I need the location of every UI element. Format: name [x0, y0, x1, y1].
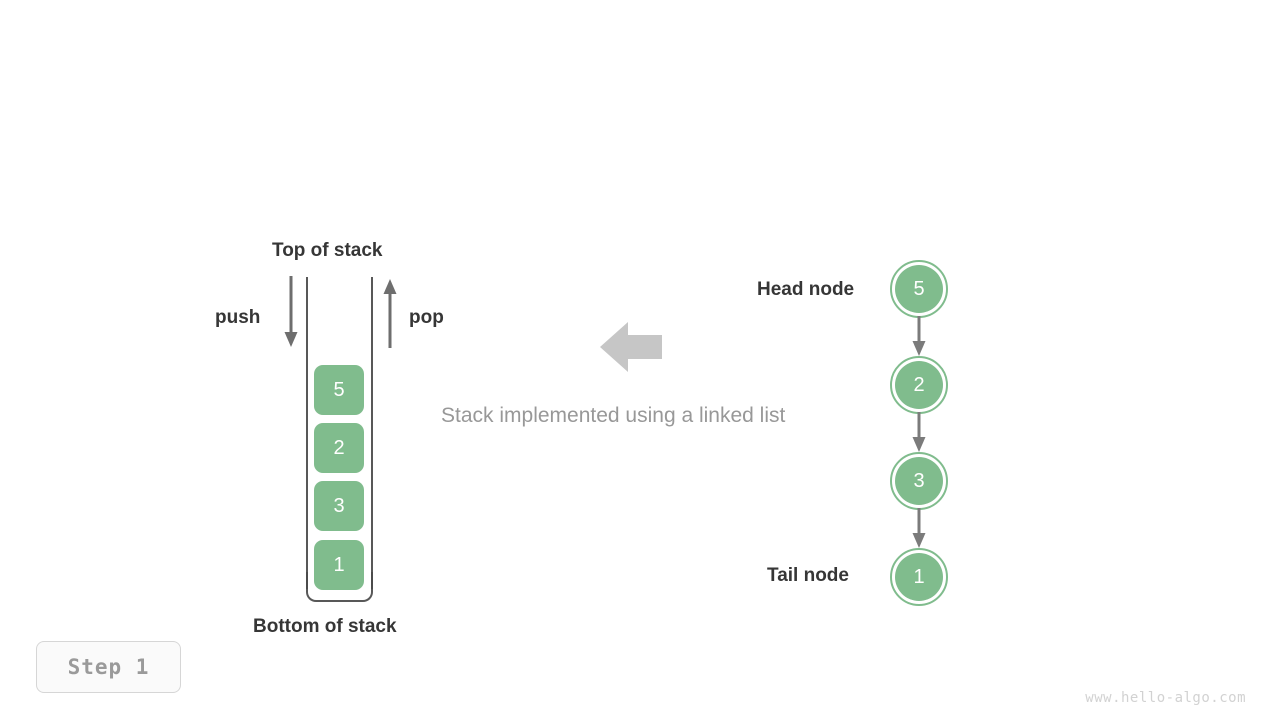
linked-list-connector-arrow-icon: [912, 316, 926, 356]
step-badge: Step 1: [36, 641, 181, 693]
linked-list-node-value: 2: [895, 361, 943, 409]
linked-list-node: 5: [890, 260, 948, 318]
stack-top-label: Top of stack: [272, 240, 383, 261]
push-arrow-icon: [284, 276, 298, 347]
linked-list-connector-arrow-icon: [912, 508, 926, 548]
linked-list-connector-arrow-icon: [912, 412, 926, 452]
stack-cell: 5: [314, 365, 364, 415]
linked-list-node-value: 5: [895, 265, 943, 313]
stack-cell: 1: [314, 540, 364, 590]
linked-list-node-value: 3: [895, 457, 943, 505]
stack-container-outline: [306, 277, 373, 602]
stack-wall-left: [306, 277, 308, 589]
linked-list-node-value: 1: [895, 553, 943, 601]
linked-list-node: 3: [890, 452, 948, 510]
head-node-label: Head node: [757, 279, 855, 300]
stack-bottom-label: Bottom of stack: [253, 616, 397, 637]
stack-wall-right: [371, 277, 373, 589]
diagram-caption: Stack implemented using a linked list: [441, 404, 786, 427]
stack-cell: 3: [314, 481, 364, 531]
tail-node-label: Tail node: [767, 565, 849, 586]
stack-floor: [306, 572, 373, 602]
push-label: push: [215, 307, 261, 328]
linked-list-node: 2: [890, 356, 948, 414]
left-block-arrow-icon: [600, 322, 662, 372]
stack-cell: 2: [314, 423, 364, 473]
pop-label: pop: [409, 307, 444, 328]
linked-list-node: 1: [890, 548, 948, 606]
pop-arrow-icon: [383, 279, 397, 348]
watermark: www.hello-algo.com: [1085, 690, 1246, 706]
